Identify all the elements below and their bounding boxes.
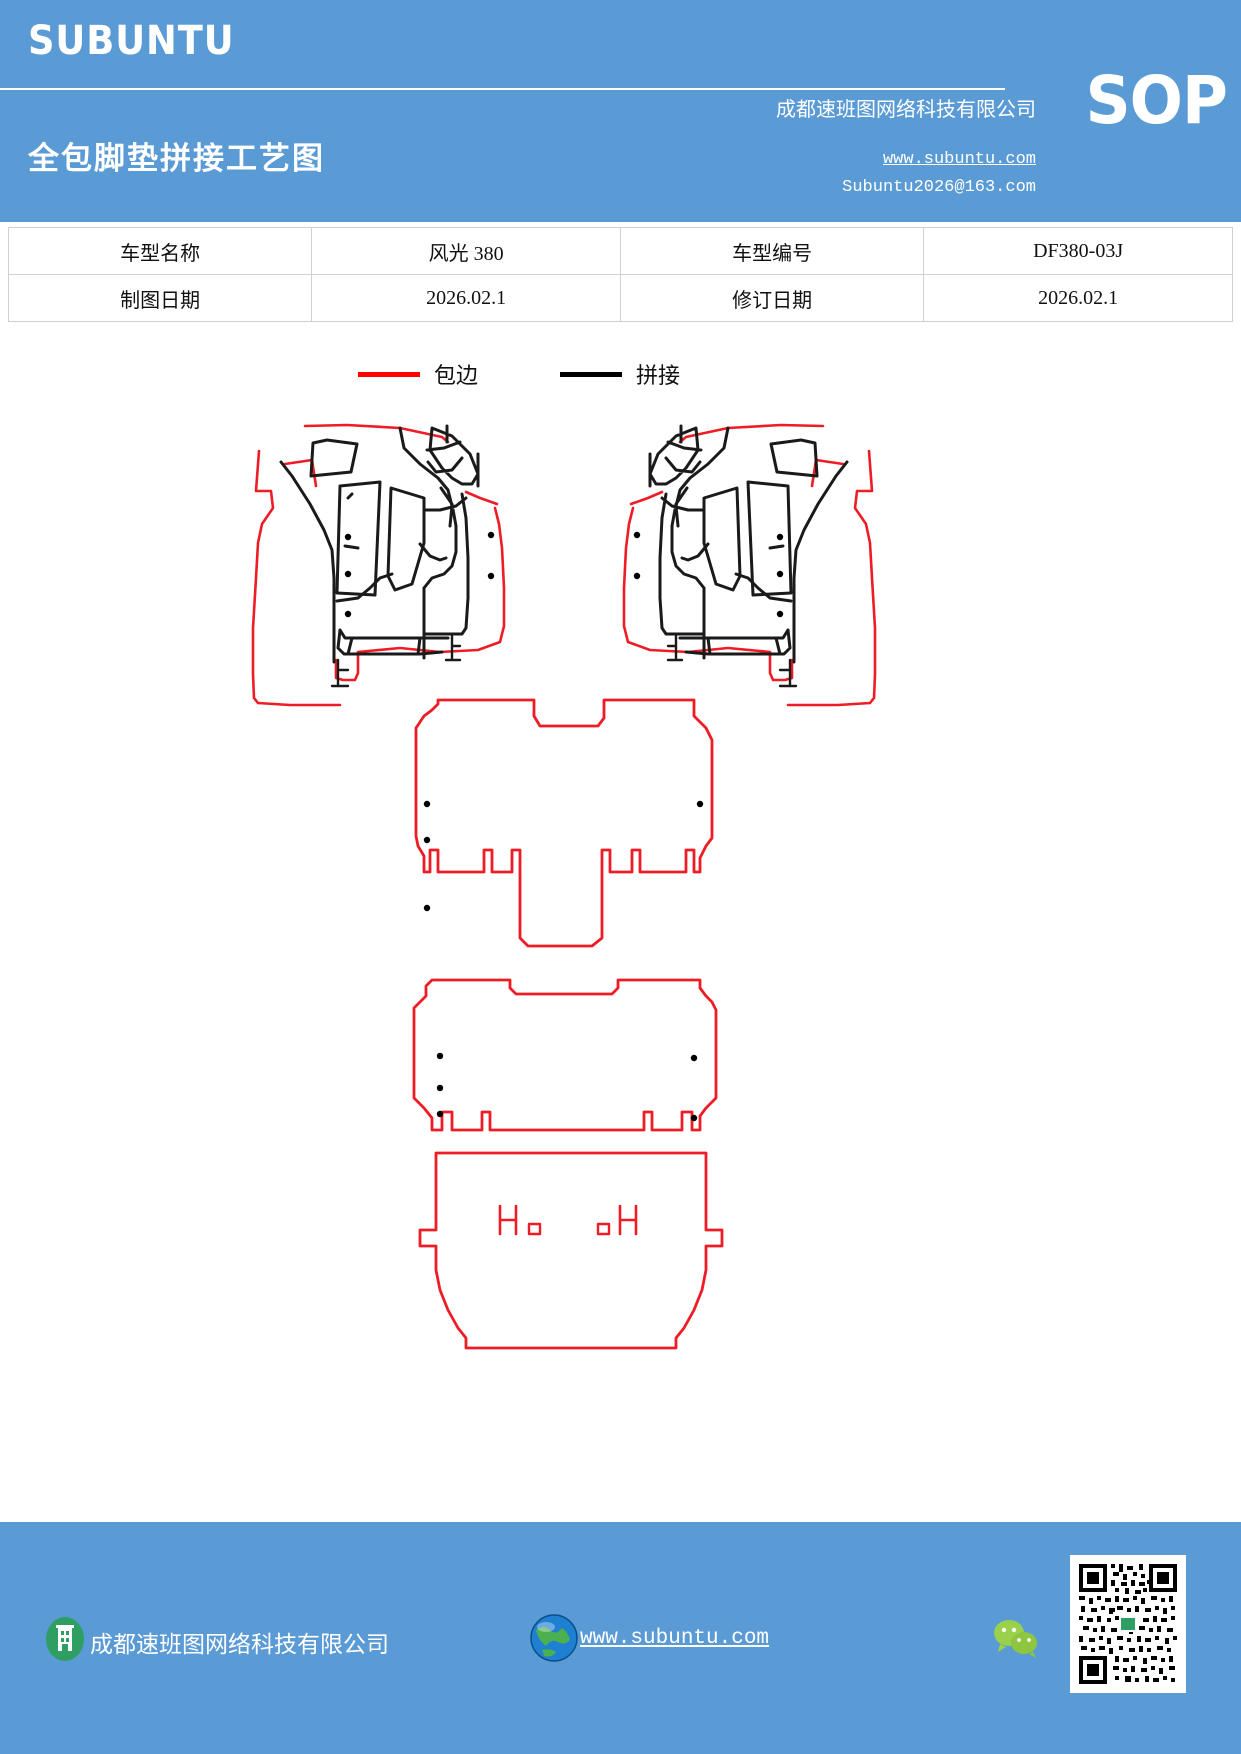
sop-badge: SOP bbox=[1085, 62, 1228, 139]
fixing-points bbox=[436, 1052, 698, 1122]
front-right-mat bbox=[622, 423, 877, 707]
second-row-mat bbox=[414, 698, 714, 948]
revision-date-label: 修订日期 bbox=[619, 274, 925, 322]
header-website-link[interactable]: www.subuntu.com bbox=[882, 150, 1036, 169]
document-title: 全包脚垫拼接工艺图 bbox=[28, 141, 325, 177]
model-code-value: DF380-03J bbox=[923, 227, 1233, 275]
revision-date-value: 2026.02.1 bbox=[923, 274, 1233, 322]
wechat-icon bbox=[992, 1618, 1040, 1658]
brand-logo: SUBUNTU bbox=[28, 18, 235, 64]
legend: 包边 拼接 bbox=[0, 358, 1241, 398]
footer-company-name: 成都速班图网络科技有限公司 bbox=[90, 1632, 389, 1657]
fixing-points bbox=[633, 531, 784, 618]
table-row: 制图日期 2026.02.1 修订日期 2026.02.1 bbox=[7, 274, 1233, 322]
legend-item-edging: 包边 bbox=[358, 358, 478, 390]
model-code-label: 车型编号 bbox=[619, 227, 925, 275]
draw-date-value: 2026.02.1 bbox=[311, 274, 621, 322]
black-line-swatch bbox=[560, 371, 622, 377]
globe-icon bbox=[528, 1612, 580, 1664]
table-row: 车型名称 风光 380 车型编号 DF380-03J bbox=[7, 227, 1233, 275]
legend-label-edging: 包边 bbox=[434, 363, 479, 388]
header-company-name: 成都速班图网络科技有限公司 bbox=[776, 99, 1036, 121]
model-name-label: 车型名称 bbox=[7, 227, 313, 275]
draw-date-label: 制图日期 bbox=[7, 274, 313, 322]
legend-item-seam: 拼接 bbox=[560, 358, 680, 390]
trunk-h-marks bbox=[498, 1204, 638, 1236]
trunk-mat bbox=[418, 1151, 724, 1350]
page-footer: 成都速班图网络科技有限公司 www.subuntu.com bbox=[0, 1522, 1241, 1754]
trunk-slot-left bbox=[527, 1222, 542, 1236]
front-left-mat bbox=[251, 423, 506, 707]
page-header: SUBUNTU 全包脚垫拼接工艺图 SOP 成都速班图网络科技有限公司 www.… bbox=[0, 0, 1241, 222]
footer-website-link[interactable]: www.subuntu.com bbox=[580, 1627, 770, 1650]
fixing-points bbox=[344, 531, 495, 618]
fixing-points bbox=[423, 800, 704, 912]
model-name-value: 风光 380 bbox=[311, 227, 621, 275]
trunk-slot-right bbox=[596, 1222, 611, 1236]
building-icon bbox=[45, 1616, 85, 1662]
mat-pattern-drawing bbox=[0, 398, 1241, 1398]
legend-label-seam: 拼接 bbox=[636, 363, 681, 388]
vehicle-info-table: 车型名称 风光 380 车型编号 DF380-03J 制图日期 2026.02.… bbox=[7, 227, 1233, 322]
third-row-mat bbox=[412, 978, 718, 1132]
header-divider bbox=[0, 88, 1005, 90]
header-email: Subuntu2026@163.com bbox=[842, 178, 1036, 197]
red-line-swatch bbox=[358, 371, 420, 377]
qr-code bbox=[1070, 1555, 1186, 1693]
